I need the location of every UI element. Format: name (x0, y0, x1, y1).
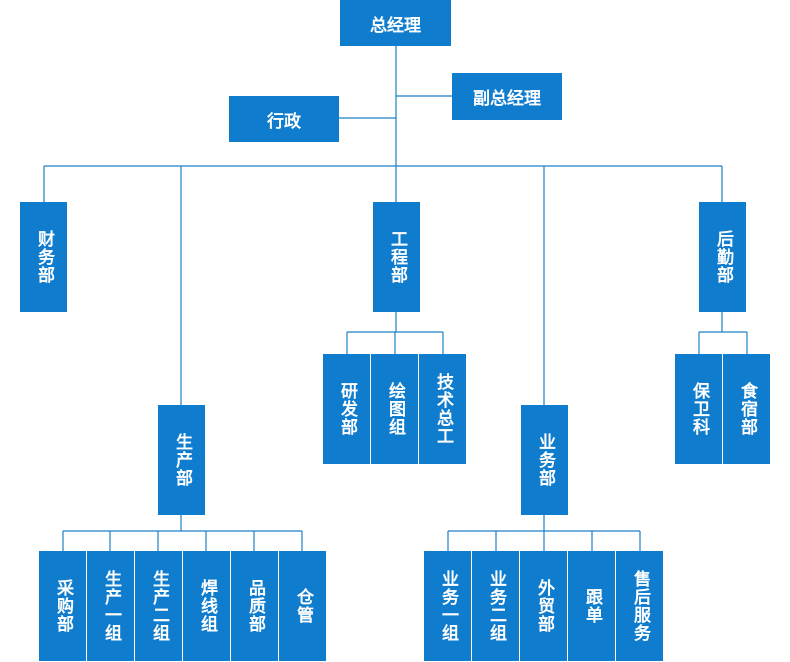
node-production: 生产部 (158, 405, 205, 515)
node-welding-group: 焊线组 (183, 551, 230, 661)
node-finance: 财务部 (20, 202, 67, 312)
node-order-follow-up: 跟单 (568, 551, 615, 661)
node-security: 保卫科 (675, 354, 722, 464)
node-drafting-group: 绘图组 (371, 354, 418, 464)
node-sales-group-2: 业务二组 (472, 551, 519, 661)
node-warehouse: 仓管 (279, 551, 326, 661)
node-logistics: 后勤部 (699, 202, 746, 312)
node-purchasing: 采购部 (39, 551, 86, 661)
node-sales-group-1: 业务一组 (424, 551, 471, 661)
node-sales: 业务部 (521, 405, 568, 515)
node-administration: 行政 (229, 96, 339, 142)
node-dormitory: 食宿部 (723, 354, 770, 464)
node-general-manager: 总经理 (340, 0, 451, 46)
node-engineering: 工程部 (373, 202, 420, 312)
node-foreign-trade: 外贸部 (520, 551, 567, 661)
node-production-group-2: 生产二组 (135, 551, 182, 661)
node-deputy-general-manager: 副总经理 (452, 73, 562, 120)
node-rd: 研发部 (323, 354, 370, 464)
node-quality: 品质部 (231, 551, 278, 661)
node-production-group-1: 生产一组 (87, 551, 134, 661)
node-chief-engineer: 技术总工 (419, 354, 466, 464)
node-after-sales: 售后服务 (616, 551, 663, 661)
